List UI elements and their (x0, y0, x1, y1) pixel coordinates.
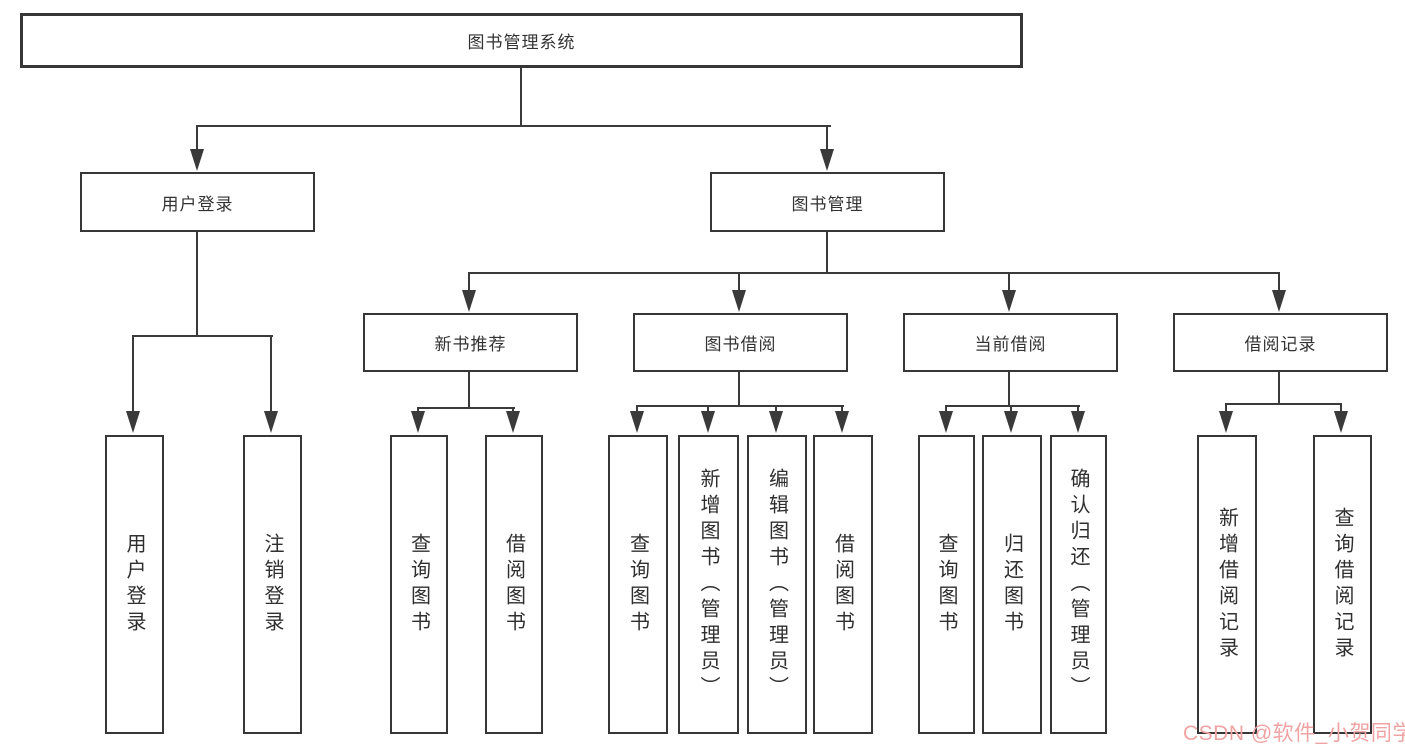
connector-line (196, 125, 198, 153)
arrowhead-down-icon (1334, 411, 1348, 433)
node-label: 借阅记录 (1244, 335, 1317, 354)
arrowhead-down-icon (462, 290, 476, 312)
connector-line (841, 405, 843, 413)
node-label: 确认归还（管理员） (1067, 467, 1089, 702)
connector-line (1278, 272, 1280, 294)
connector-line (1225, 403, 1342, 405)
node-label: 归还图书 (1000, 532, 1023, 637)
connector-line (775, 405, 777, 413)
node-label: 图书管理 (791, 194, 864, 214)
connector-line (945, 405, 1080, 407)
leaf-add-borrow-record: 新增借阅记录 (1197, 435, 1257, 734)
node-label: 查询借阅记录 (1331, 506, 1353, 663)
connector-line (417, 407, 515, 409)
leaf-logout: 注销登录 (243, 435, 302, 734)
node-current-borrow: 当前借阅 (903, 313, 1118, 372)
connector-line (1077, 405, 1079, 413)
node-borrow-records: 借阅记录 (1173, 313, 1388, 372)
leaf-return-books: 归还图书 (982, 435, 1042, 734)
connector-line (1225, 403, 1227, 411)
connector-line (1340, 403, 1342, 411)
node-label: 用户登录 (161, 194, 234, 214)
connector-line (1278, 368, 1280, 405)
leaf-borrow-books-recommend: 借阅图书 (485, 435, 543, 734)
arrowhead-down-icon (835, 411, 849, 433)
connector-line (826, 230, 828, 274)
node-label: 新书推荐 (434, 335, 507, 354)
node-label: 查询图书 (935, 532, 957, 637)
connector-line (738, 368, 740, 407)
connector-line (1008, 368, 1010, 407)
connector-line (468, 368, 470, 409)
connector-line (945, 405, 947, 413)
node-book-borrow: 图书借阅 (633, 313, 848, 372)
leaf-query-books-current: 查询图书 (918, 435, 975, 734)
connector-line (636, 405, 844, 407)
csdn-watermark: CSDN @软件_小贺同学 (1183, 722, 1405, 745)
leaf-query-books-recommend: 查询图书 (390, 435, 448, 734)
node-new-book-recommend: 新书推荐 (363, 313, 578, 372)
leaf-edit-books-admin: 编辑图书（管理员） (747, 435, 807, 734)
node-book-management: 图书管理 (710, 172, 945, 232)
leaf-add-books-admin: 新增图书（管理员） (678, 435, 739, 734)
connector-line (196, 125, 831, 127)
node-library-management-system: 图书管理系统 (20, 13, 1023, 68)
connector-line (636, 405, 638, 413)
node-label: 图书借阅 (704, 335, 777, 354)
node-label: 借阅图书 (502, 532, 525, 637)
arrowhead-down-icon (1272, 290, 1286, 312)
arrowhead-down-icon (701, 411, 715, 433)
arrowhead-down-icon (630, 411, 644, 433)
node-label: 用户登录 (123, 532, 145, 637)
leaf-confirm-return-admin: 确认归还（管理员） (1050, 435, 1107, 734)
arrowhead-down-icon (1219, 411, 1233, 433)
leaf-borrow-books: 借阅图书 (813, 435, 873, 734)
connector-line (132, 335, 134, 415)
leaf-query-books-borrow: 查询图书 (608, 435, 668, 734)
arrowhead-down-icon (820, 149, 834, 171)
arrowhead-down-icon (411, 411, 425, 433)
connector-line (468, 272, 1280, 274)
node-label: 查询图书 (407, 532, 430, 637)
arrowhead-down-icon (732, 290, 746, 312)
leaf-user-login: 用户登录 (105, 435, 164, 734)
connector-line (738, 272, 740, 294)
connector-line (270, 335, 272, 415)
arrowhead-down-icon (1002, 290, 1016, 312)
connector-line (520, 66, 522, 127)
node-label: 查询图书 (626, 532, 649, 637)
connector-line (468, 272, 470, 294)
connector-line (826, 125, 828, 153)
arrowhead-down-icon (939, 411, 953, 433)
node-label: 新增图书（管理员） (697, 467, 719, 702)
connector-line (707, 405, 709, 413)
node-label: 注销登录 (261, 532, 283, 637)
node-label: 编辑图书（管理员） (765, 467, 788, 702)
arrowhead-down-icon (769, 411, 783, 433)
connector-line (132, 335, 273, 337)
connector-line (1010, 405, 1012, 413)
node-label: 图书管理系统 (467, 33, 576, 52)
node-label: 新增借阅记录 (1215, 506, 1238, 663)
leaf-query-borrow-record: 查询借阅记录 (1313, 435, 1372, 734)
arrowhead-down-icon (190, 149, 204, 171)
node-label: 借阅图书 (831, 532, 854, 637)
connector-line (196, 230, 198, 337)
arrowhead-down-icon (126, 411, 140, 433)
arrowhead-down-icon (1004, 411, 1018, 433)
node-label: 当前借阅 (974, 335, 1047, 354)
arrowhead-down-icon (506, 411, 520, 433)
connector-line (1008, 272, 1010, 294)
node-user-login: 用户登录 (80, 172, 315, 232)
arrowhead-down-icon (264, 411, 278, 433)
arrowhead-down-icon (1071, 411, 1085, 433)
